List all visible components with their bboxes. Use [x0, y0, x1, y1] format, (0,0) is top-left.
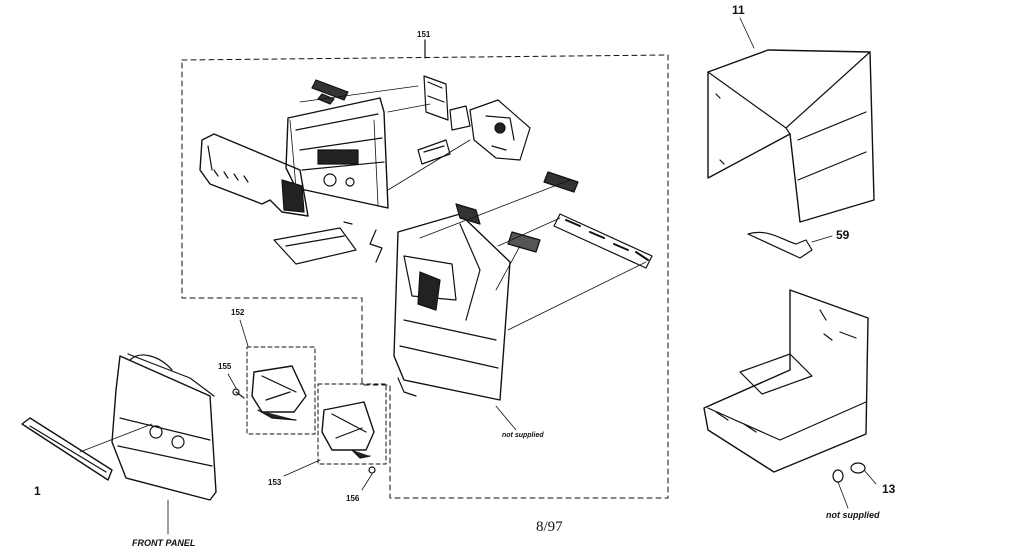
label-153: 153	[268, 478, 282, 487]
part-152	[252, 366, 306, 420]
label-156: 156	[346, 494, 360, 503]
assembly-151-boundary	[182, 55, 668, 498]
long-button-strip	[554, 214, 652, 268]
display-panel	[286, 98, 388, 208]
label-not-supplied-right: not supplied	[826, 510, 880, 520]
small-bracket-151	[508, 232, 540, 252]
foot-13	[851, 463, 876, 484]
front-chassis-151	[394, 214, 510, 400]
small-button-strip-1	[312, 80, 348, 104]
control-knob-assembly	[424, 76, 470, 130]
top-tab-part	[456, 204, 480, 224]
explode-lines-151	[300, 86, 646, 330]
small-screw-156	[369, 467, 375, 473]
label-155: 155	[218, 362, 232, 371]
label-152: 152	[231, 308, 245, 317]
label-1: 1	[34, 484, 41, 498]
page-number: 8/97	[536, 519, 563, 535]
assembly-152-boundary	[247, 347, 315, 434]
cable-59	[748, 232, 832, 258]
cassette-door-piece	[274, 228, 356, 264]
leader-152	[240, 320, 248, 346]
button-strip-2	[544, 172, 578, 192]
small-switch-part	[418, 140, 450, 164]
leader-153	[284, 460, 320, 476]
spring-part	[344, 222, 382, 262]
label-13: 13	[882, 482, 896, 496]
label-11: 11	[732, 3, 745, 17]
front-cover-plate	[200, 134, 308, 216]
leader-155	[228, 374, 236, 388]
leader-not-supplied-center	[496, 406, 516, 430]
foot-not-supplied	[833, 470, 848, 508]
leader-156	[362, 474, 372, 490]
label-front-panel: FRONT PANEL	[132, 538, 196, 548]
top-cover-11	[708, 50, 874, 222]
part-153	[322, 402, 374, 458]
rear-chassis	[704, 290, 868, 472]
assembly-153-boundary	[318, 384, 386, 464]
leader-strip	[80, 424, 152, 452]
mechanism-bracket	[470, 100, 530, 160]
small-screw-155	[233, 389, 244, 398]
front-panel-body	[112, 354, 216, 500]
front-panel-trim-strip	[22, 418, 112, 480]
label-59: 59	[836, 228, 850, 242]
label-151: 151	[417, 30, 431, 39]
leader-11	[740, 18, 754, 48]
label-not-supplied-center: not supplied	[502, 432, 544, 439]
